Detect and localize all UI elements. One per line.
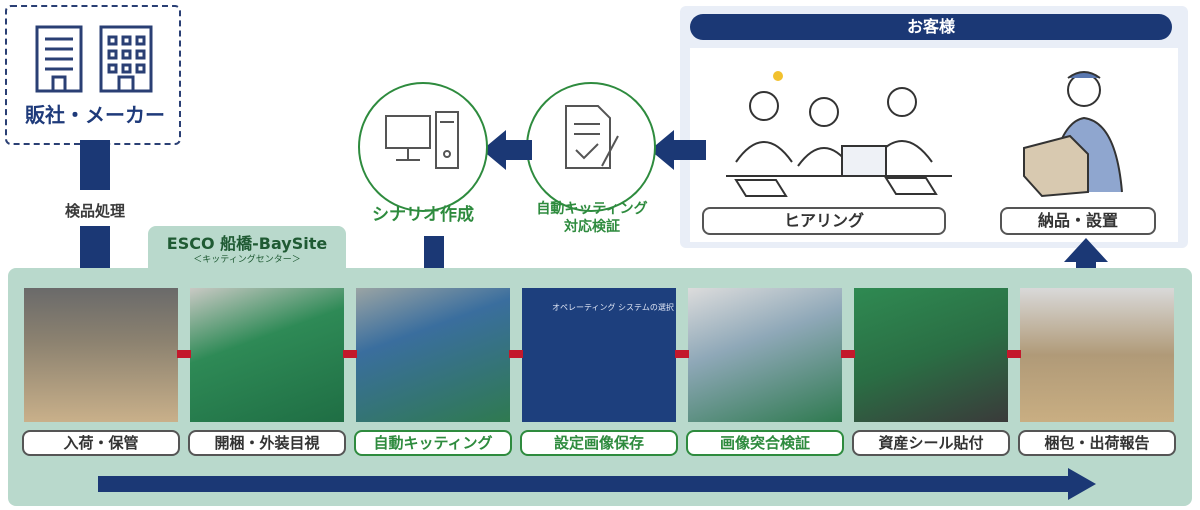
verification-label: 自動キッティング 対応検証 xyxy=(504,200,680,236)
kitting-center-title: ESCO 船橋-BaySite xyxy=(166,234,328,253)
scenario-label: シナリオ作成 xyxy=(372,205,474,225)
photo-shipping xyxy=(1020,288,1174,422)
step-connector xyxy=(343,350,357,358)
step-label-unpacking: 開梱・外装目視 xyxy=(188,430,346,456)
step-connector xyxy=(177,350,191,358)
step-connector xyxy=(1007,350,1021,358)
left-arrow-icon xyxy=(650,130,706,170)
hearing-label: ヒアリング xyxy=(702,207,946,235)
vendor-label: 販社・メーカー xyxy=(25,103,165,127)
step-connector xyxy=(509,350,523,358)
building-icon xyxy=(35,25,153,93)
step-connector xyxy=(841,350,855,358)
verification-line2: 対応検証 xyxy=(564,219,620,235)
photo-warehouse xyxy=(24,288,178,422)
meeting-illustration xyxy=(726,71,952,197)
photo-settings-screen: オペレーティング システムの選択 xyxy=(522,288,676,422)
kitting-center-subtitle: ＜キッティングセンター＞ xyxy=(193,255,301,265)
step-label-image-check: 画像突合検証 xyxy=(686,430,844,456)
inspection-label: 検品処理 xyxy=(64,202,125,220)
delivery-label: 納品・設置 xyxy=(1000,207,1156,235)
process-flow-arrow xyxy=(98,468,1096,500)
idea-bulb-icon xyxy=(773,71,783,81)
computer-icon xyxy=(385,111,459,169)
os-select-text: オペレーティング システムの選択 xyxy=(552,303,674,312)
verification-line1: 自動キッティング xyxy=(536,201,648,217)
customer-title: お客様 xyxy=(690,14,1172,40)
document-check-icon xyxy=(565,105,619,169)
step-label-asset-sticker: 資産シール貼付 xyxy=(852,430,1010,456)
kitting-center-tab xyxy=(148,226,346,270)
photo-image-verification xyxy=(688,288,842,422)
step-label-receiving: 入荷・保管 xyxy=(22,430,180,456)
left-arrow-icon xyxy=(482,130,532,170)
photo-unpacking xyxy=(190,288,344,422)
verification-circle xyxy=(526,82,656,212)
step-label-shipping: 梱包・出荷報告 xyxy=(1018,430,1176,456)
vendor-box: 販社・メーカー xyxy=(5,5,181,145)
step-label-auto-kitting: 自動キッティング xyxy=(354,430,512,456)
step-connector xyxy=(675,350,689,358)
photo-auto-kitting xyxy=(356,288,510,422)
photo-asset-sticker xyxy=(854,288,1008,422)
step-label-settings-image: 設定画像保存 xyxy=(520,430,678,456)
delivery-person-illustration xyxy=(1023,71,1123,198)
